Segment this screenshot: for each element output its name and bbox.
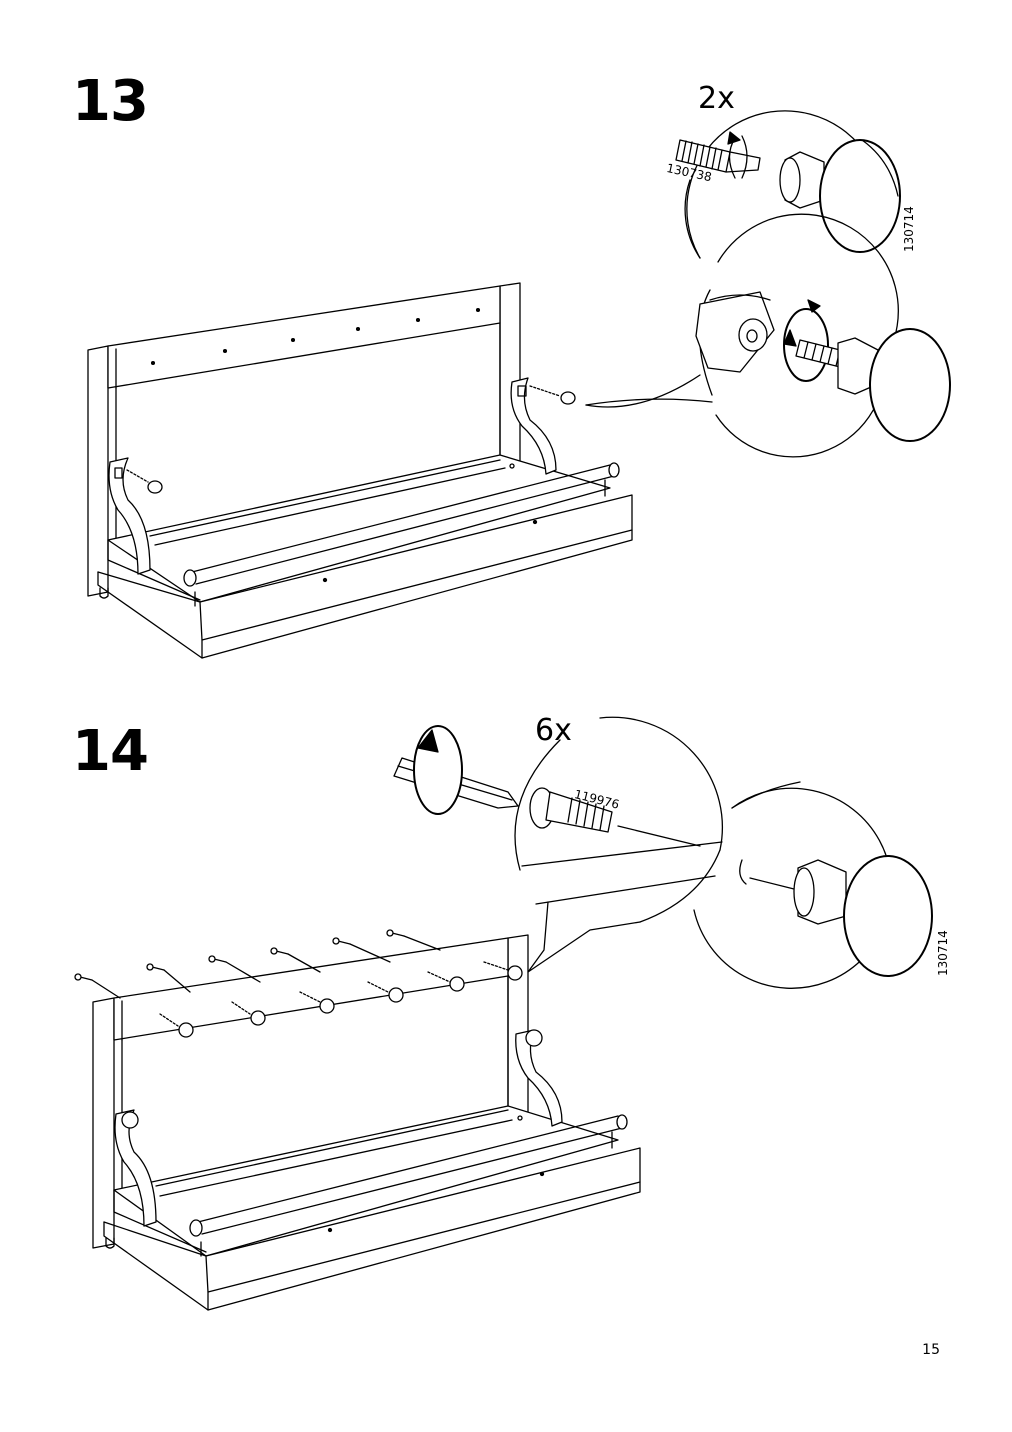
detail-allen-key [696, 214, 950, 457]
page-number: 15 [922, 1342, 940, 1358]
step-13-number: 13 [72, 69, 149, 134]
rotate-arrow-icon [784, 300, 828, 381]
detail-knob [694, 782, 932, 988]
bolt-icon [75, 930, 404, 980]
step-14-number: 14 [72, 719, 149, 784]
bench-frame-illustration-step-14 [75, 930, 640, 1310]
allen-key-icon [696, 292, 774, 372]
rotate-arrow-icon [728, 132, 747, 178]
step-13-quantity: 2x [698, 81, 735, 116]
knob-icon [780, 140, 900, 252]
bolt-icon [676, 140, 760, 172]
knob-icon [838, 329, 950, 441]
step-14-quantity: 6x [535, 713, 572, 748]
bench-frame-illustration [88, 283, 712, 658]
step-14-part-knob: 130714 [936, 930, 950, 976]
detail-screw [515, 717, 722, 972]
bolt-icon [530, 788, 612, 832]
detail-bolt-knob [676, 111, 900, 258]
knob-icon [794, 856, 932, 976]
step-13-part-knob: 130714 [902, 206, 916, 252]
rotate-arrow-icon [414, 726, 462, 814]
